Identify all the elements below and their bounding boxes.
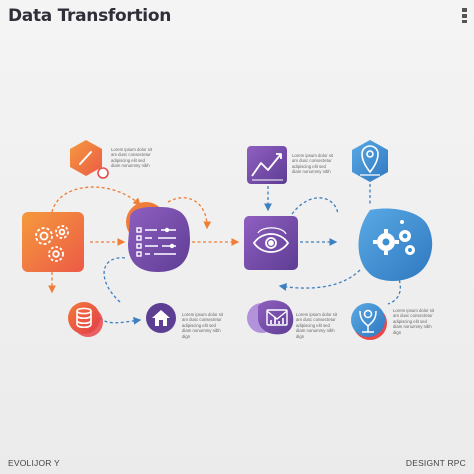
house-node (146, 303, 176, 333)
page-title: Data Transfortion (8, 6, 171, 26)
caption-letter: Lorem ipsum dolor sit am dusc consectetu… (296, 312, 338, 339)
pencil-icon (79, 151, 92, 165)
mail-chart-icon (266, 309, 288, 326)
menu-grip-icon (462, 8, 467, 23)
arrow-list-arc-top (167, 197, 212, 230)
pin-hexagon (352, 140, 388, 182)
cogs-node (358, 208, 433, 281)
person-pin-icon (359, 309, 377, 333)
eye-node (244, 216, 298, 270)
mail-node (247, 300, 294, 335)
data-list-node (126, 202, 190, 272)
footer-left-label: EVOLIJOR Y (8, 458, 60, 468)
cogs-icon (373, 220, 415, 255)
arrow-eye-arc-top (291, 197, 339, 215)
person-node (351, 303, 387, 340)
caption-pencil: Lorem ipsum dolor sit am dusc consectetu… (111, 147, 153, 169)
arrow-cogs-to-eye-return (278, 269, 361, 291)
pencil-hexagon (70, 140, 109, 179)
arrow-gears-arc-top (51, 186, 141, 213)
caption-person: Lorem ipsum dolor sit am dusc consectetu… (393, 308, 435, 335)
caption-house: Lorem ipsum dolor sit am dusc consectetu… (182, 312, 224, 339)
gears-icon (35, 225, 69, 262)
house-icon (152, 310, 170, 326)
arrow-house-arc (103, 257, 127, 303)
chart-node (247, 146, 287, 184)
database-icon (76, 307, 92, 329)
database-node (68, 302, 103, 337)
arrow-cogs-to-person (387, 269, 401, 305)
eye-sync-icon (252, 227, 290, 253)
footer-right-label: DESIGNT RPC (405, 458, 466, 468)
connectors (48, 184, 401, 325)
caption-chart: Lorem ipsum dolor sit am dusc consectetu… (292, 153, 334, 175)
data-list-icon (136, 227, 176, 257)
gears-node (22, 212, 84, 272)
trend-chart-icon (251, 153, 283, 181)
location-pin-icon (360, 145, 380, 176)
arrow-db-to-house (99, 316, 142, 325)
